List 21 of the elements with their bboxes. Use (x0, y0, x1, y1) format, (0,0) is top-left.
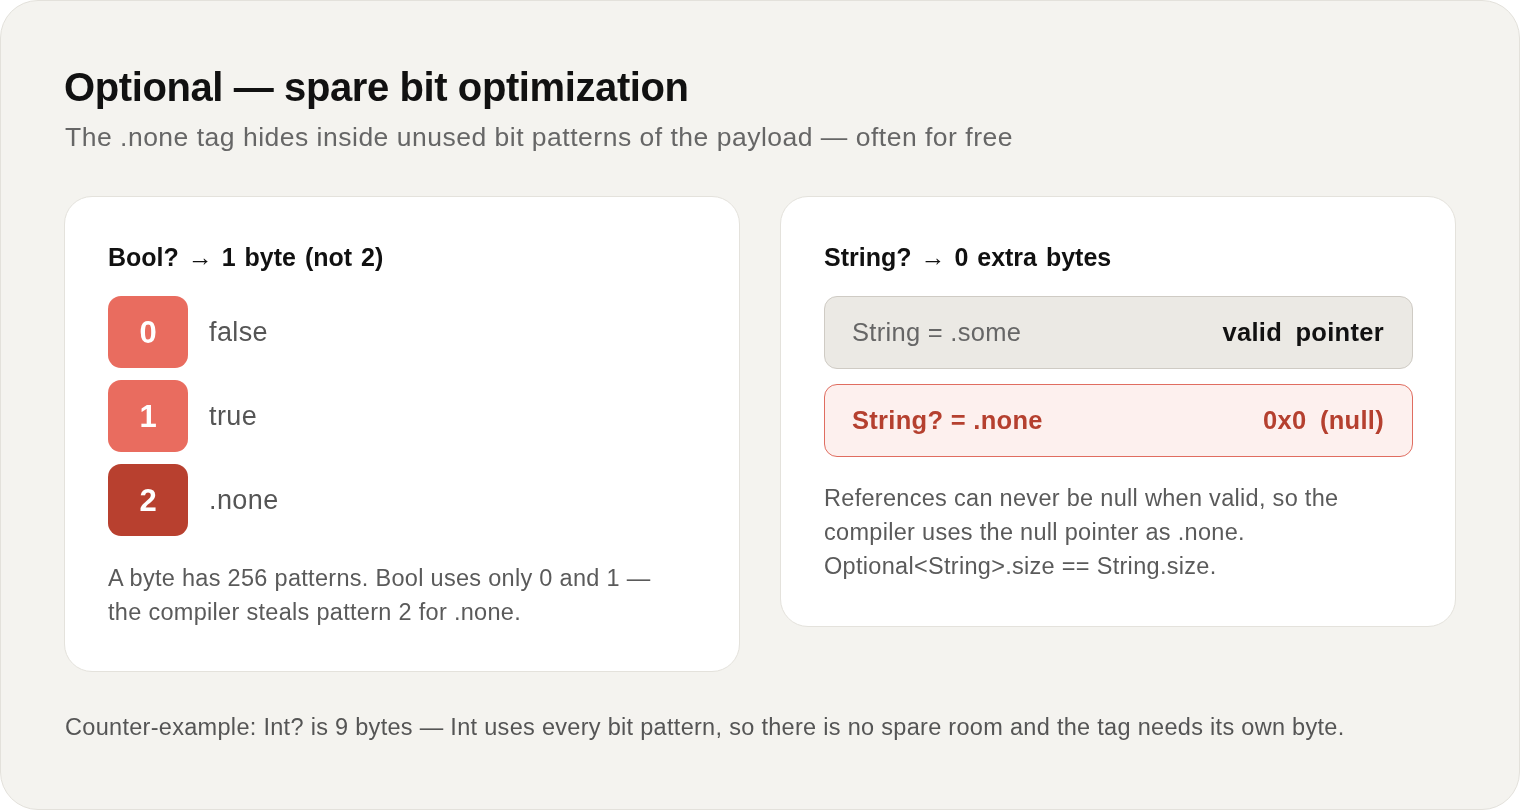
title: Optional — spare bit optimization (64, 64, 689, 111)
memory-state-row (824, 384, 1413, 457)
info-card (64, 196, 740, 672)
bit-value-tile: 1 (108, 380, 188, 452)
info-card (780, 196, 1456, 627)
value-meaning: true (209, 399, 258, 433)
card-description: References can never be null when valid, so the compiler uses the null pointer as .none. Optional<String>.size == String.size. (824, 484, 1340, 581)
card-heading: Bool? → 1 byte (not 2) (108, 242, 384, 272)
bit-value-tile: 0 (108, 296, 188, 368)
value-meaning: false (209, 315, 269, 349)
card-heading: String? → 0 extra bytes (824, 242, 1112, 272)
case-label: String = .some (852, 317, 1022, 349)
pointer-value: valid pointer (1222, 317, 1384, 349)
card-description: A byte has 256 patterns. Bool uses only 0 and 1 — the compiler steals pattern 2 for .none. (108, 564, 652, 627)
pointer-value: 0x0 (null) (1263, 405, 1384, 437)
subtitle: The .none tag hides inside unused bit patterns of the payload — often for free (65, 122, 1013, 153)
value-meaning: .none (209, 483, 279, 517)
case-label: String? = .none (852, 405, 1043, 437)
bit-value-tile: 2 (108, 464, 188, 536)
memory-state-row (824, 296, 1413, 369)
footnote: Counter-example: Int? is 9 bytes — Int uses every bit pattern, so there is no spare room and the tag needs its own byte. (65, 714, 1345, 741)
